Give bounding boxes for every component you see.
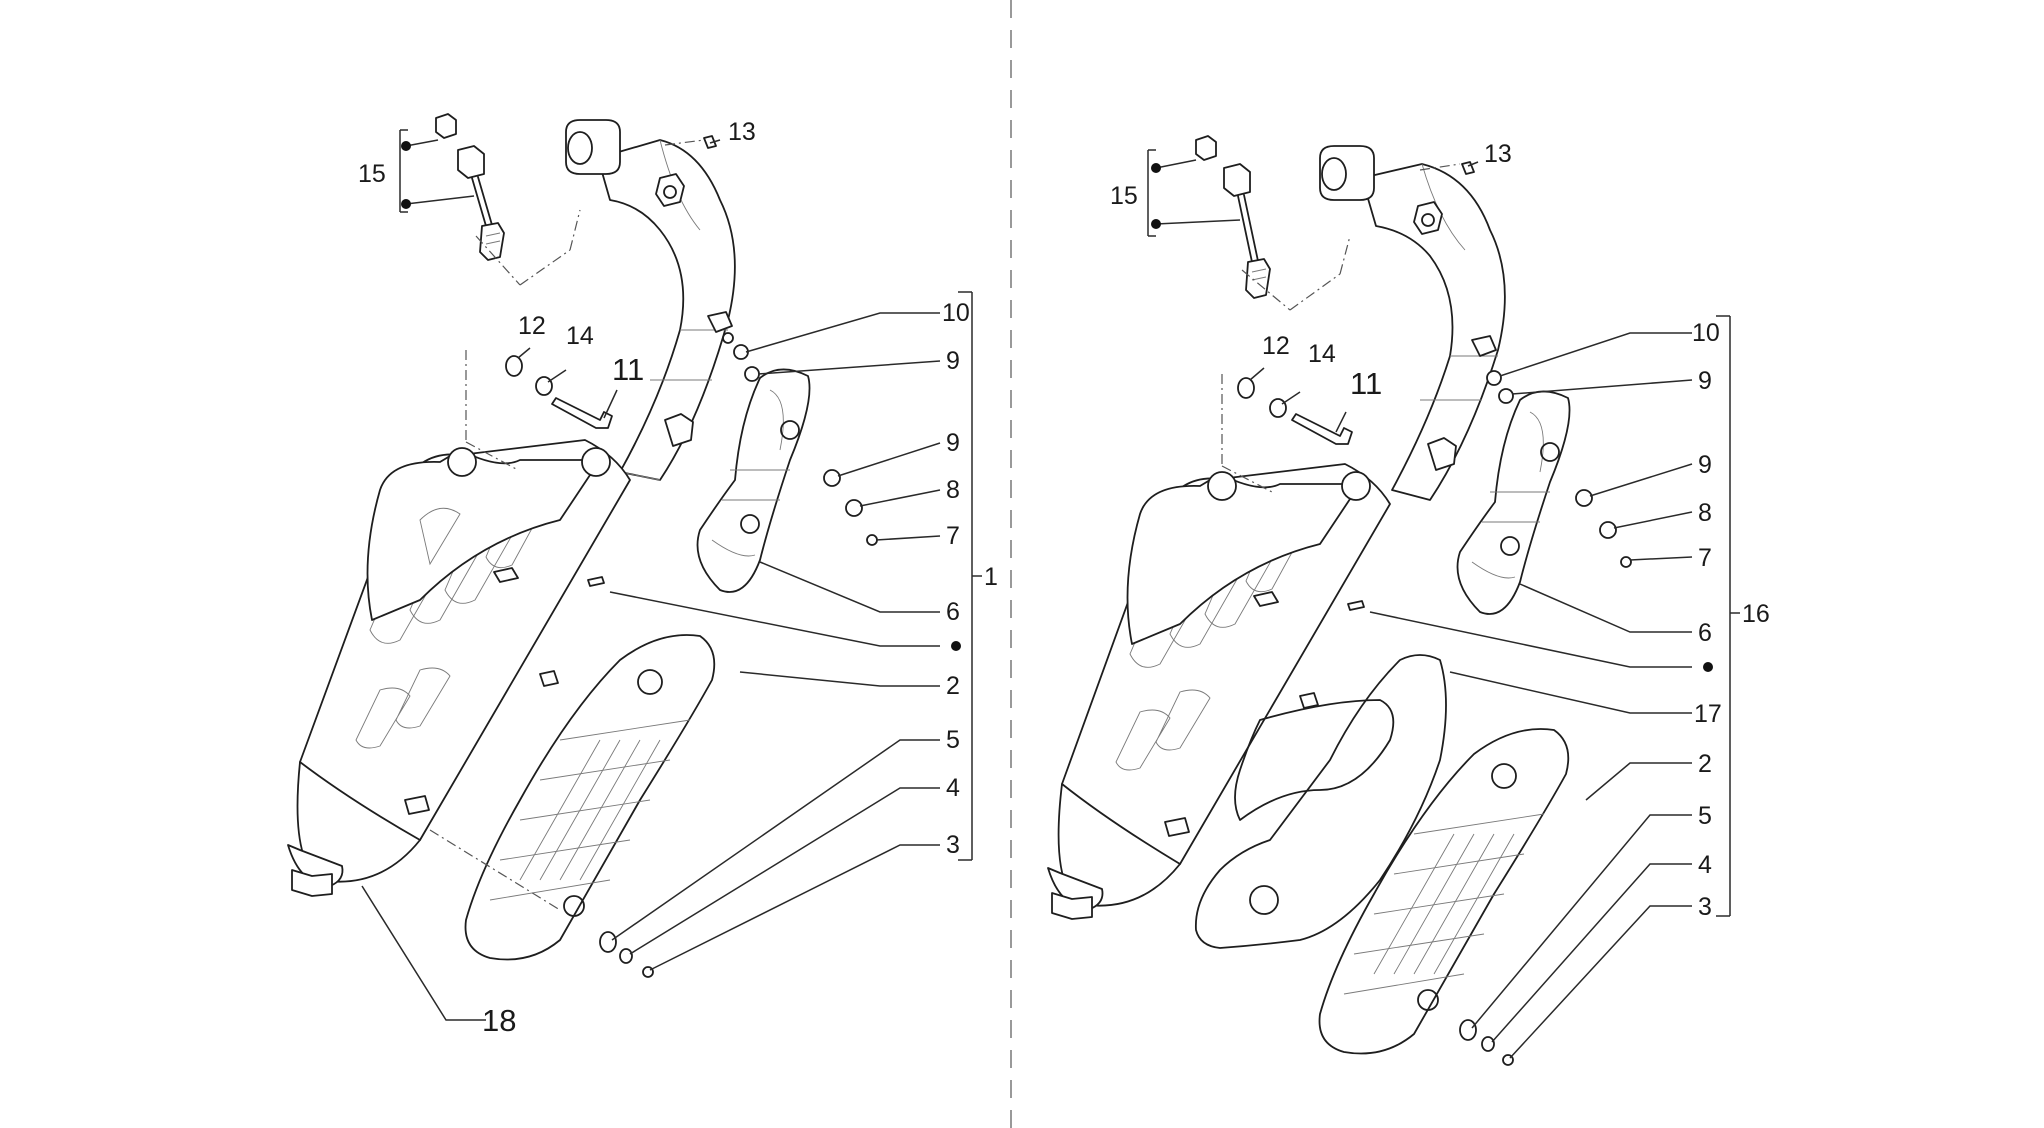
right-leader-lines xyxy=(1147,149,1740,1059)
left-callout-dot-15b xyxy=(401,199,411,209)
right-callout-dot-15a xyxy=(1151,163,1161,173)
left-callout-8: 8 xyxy=(946,476,960,504)
left-callout-14: 14 xyxy=(566,322,594,350)
left-callout-5: 5 xyxy=(946,726,960,754)
left-lower-heat-shield xyxy=(464,634,716,961)
right-exhaust-assembly xyxy=(1047,135,1632,1066)
right-callout-4: 4 xyxy=(1698,851,1712,879)
left-callout-10: 10 xyxy=(942,299,970,327)
right-oxygen-sensor xyxy=(1195,135,1271,299)
left-header-pipe xyxy=(565,119,736,481)
left-callout-dot-set xyxy=(951,641,961,651)
left-callout-12: 12 xyxy=(518,312,546,340)
left-callout-7: 7 xyxy=(946,522,960,550)
left-callout-18: 18 xyxy=(482,1003,516,1038)
left-callout-9b: 9 xyxy=(946,429,960,457)
left-callout-11: 11 xyxy=(612,352,644,387)
right-callout-2: 2 xyxy=(1698,750,1712,778)
left-callout-6: 6 xyxy=(946,598,960,626)
right-callout-13: 13 xyxy=(1484,140,1512,168)
left-hardware xyxy=(505,135,878,978)
right-callout-8: 8 xyxy=(1698,499,1712,527)
left-callout-4: 4 xyxy=(946,774,960,802)
left-callout-labels: 15 13 12 14 11 10 9 9 8 7 6 1 2 5 4 3 18 xyxy=(358,118,998,1038)
left-leader-lines xyxy=(361,129,982,1021)
left-callout-15: 15 xyxy=(358,160,386,188)
left-callout-1: 1 xyxy=(984,563,998,591)
right-hardware xyxy=(1237,161,1632,1066)
right-callout-dot-set xyxy=(1703,662,1713,672)
right-lower-heat-shield xyxy=(1318,728,1570,1055)
right-callout-6: 6 xyxy=(1698,619,1712,647)
right-upper-heat-shield xyxy=(1456,390,1571,615)
right-callout-dot-15b xyxy=(1151,219,1161,229)
left-callout-13: 13 xyxy=(728,118,756,146)
right-callout-labels: 15 13 12 14 11 10 9 9 8 7 6 16 17 2 5 4 … xyxy=(1110,140,1770,921)
left-callout-dot-15a xyxy=(401,141,411,151)
right-callout-15: 15 xyxy=(1110,182,1138,210)
left-callout-3: 3 xyxy=(946,831,960,859)
right-callout-3: 3 xyxy=(1698,893,1712,921)
right-callout-5: 5 xyxy=(1698,802,1712,830)
right-callout-7: 7 xyxy=(1698,544,1712,572)
right-callout-14: 14 xyxy=(1308,340,1336,368)
left-callout-9a: 9 xyxy=(946,347,960,375)
left-oxygen-sensor xyxy=(435,113,505,261)
right-callout-9a: 9 xyxy=(1698,367,1712,395)
right-callout-10: 10 xyxy=(1692,319,1720,347)
right-header-pipe xyxy=(1319,145,1506,501)
right-gasket xyxy=(1195,654,1447,949)
left-muffler xyxy=(287,439,631,897)
left-upper-heat-shield xyxy=(696,368,811,593)
right-callout-11: 11 xyxy=(1350,366,1382,401)
right-callout-9b: 9 xyxy=(1698,451,1712,479)
right-callout-17: 17 xyxy=(1694,700,1722,728)
left-exhaust-assembly xyxy=(287,113,878,978)
right-callout-12: 12 xyxy=(1262,332,1290,360)
right-callout-16: 16 xyxy=(1742,600,1770,628)
left-callout-2: 2 xyxy=(946,672,960,700)
right-muffler xyxy=(1047,463,1391,920)
